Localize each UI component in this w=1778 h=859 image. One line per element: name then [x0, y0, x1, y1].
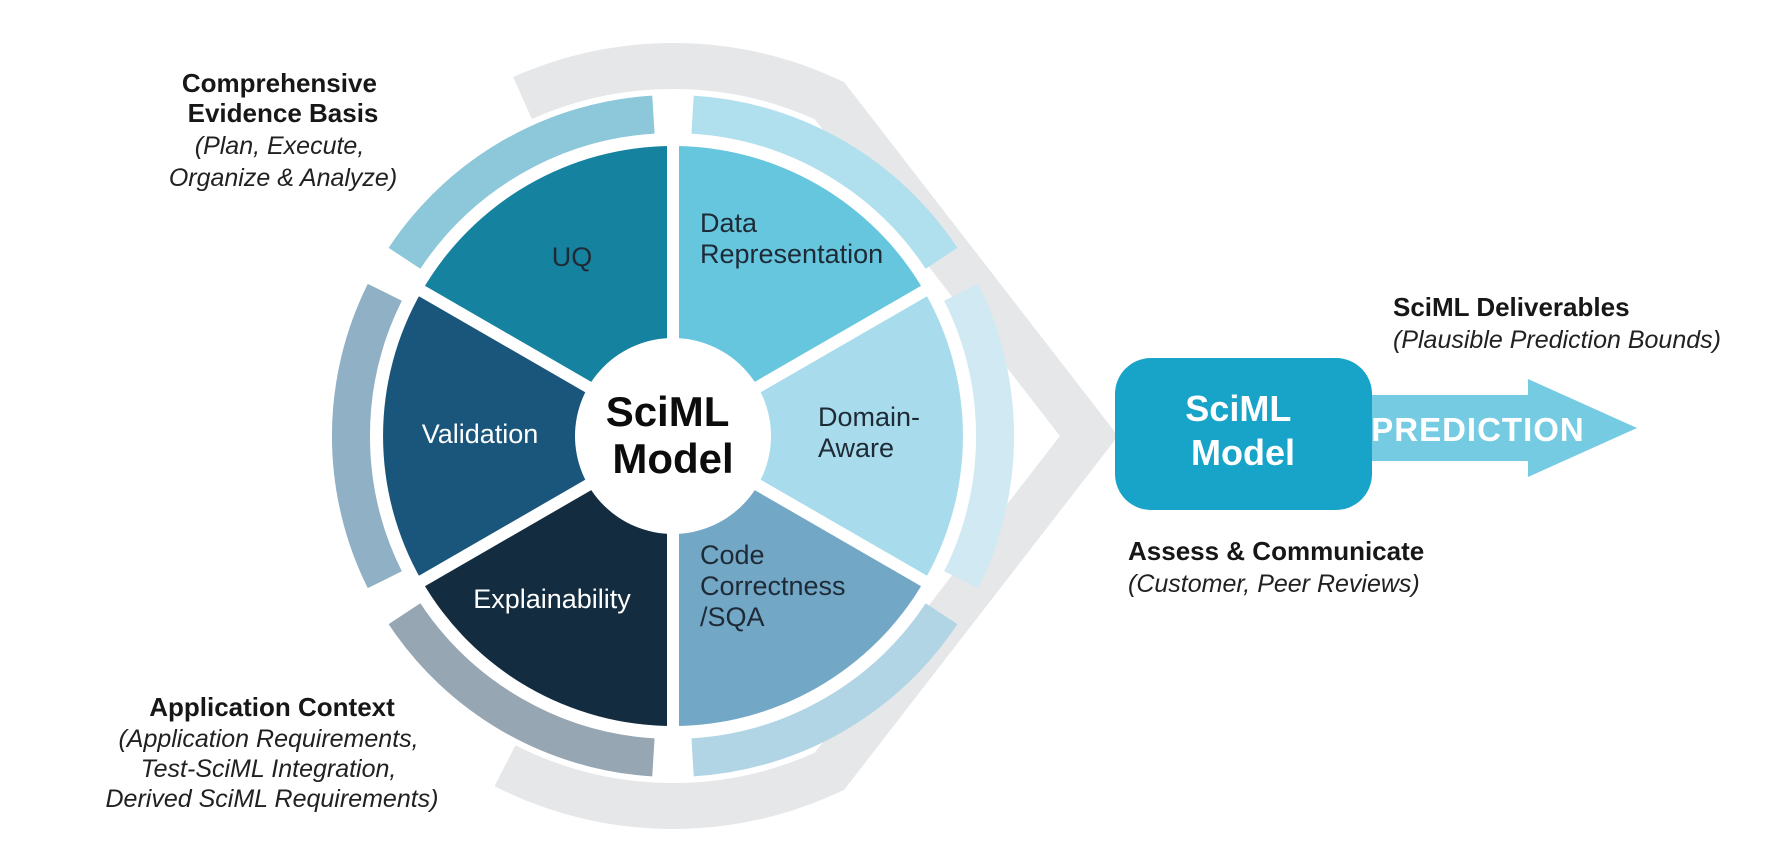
ring-code-correctness: [691, 603, 958, 777]
ring-explainability: [388, 603, 655, 777]
ring-uq: [388, 95, 655, 269]
prediction-arrow: [1372, 379, 1637, 477]
svg-text:Comprehensive Evidence B: Comprehensive Evidence Basis: [182, 68, 384, 128]
ring-domain-aware: [944, 283, 1015, 589]
assess-subtitle: (Customer, Peer Reviews): [1128, 570, 1420, 598]
svg-text:(Plausible Prediction Bounds): (Plausible Prediction Bounds): [1393, 326, 1721, 354]
svg-text:Application Context: Application Context: [149, 692, 395, 722]
annotation-application-context: Application Context (Application Require…: [106, 692, 439, 813]
wheel-outer-ring: [331, 95, 1015, 777]
segment-validation: [383, 291, 673, 581]
segment-label-code-correctness: Code Correctness /SQA: [700, 540, 853, 632]
wheel-hub-label: SciML Model: [606, 388, 741, 482]
ring-data-representation: [691, 95, 958, 269]
segment-domain-aware: [673, 291, 963, 581]
evidence-basis-title-line2: Evidence Basis: [188, 98, 379, 128]
svg-text:(Application Requirements,: (Application Requirements, Test-SciML In…: [106, 725, 439, 813]
svg-text:(Customer, Peer Reviews): (Customer, Peer Reviews): [1128, 570, 1420, 598]
sciml-model-box: [1115, 358, 1372, 510]
svg-text:Assess & Communicate: Assess & Communicate: [1128, 536, 1424, 566]
wheel-hub: [575, 338, 771, 534]
evidence-basis-sub-line1: (Plan, Execute,: [195, 132, 365, 160]
svg-text:(Plan, Execute, Organize: (Plan, Execute, Organize & Analyze): [169, 132, 397, 192]
application-context-sub-line1: (Application Requirements,: [118, 725, 418, 753]
application-context-title: Application Context: [149, 692, 395, 722]
annotation-deliverables: SciML Deliverables (Plausible Prediction…: [1393, 292, 1721, 354]
annotation-evidence-basis: Comprehensive Evidence Basis (Plan, Exec…: [169, 68, 397, 192]
deliverables-subtitle: (Plausible Prediction Bounds): [1393, 326, 1721, 354]
application-context-sub-line2: Test-SciML Integration,: [141, 755, 397, 783]
prediction-arrow-label: PREDICTION: [1371, 411, 1585, 448]
annotation-assess-communicate: Assess & Communicate (Customer, Peer Rev…: [1128, 536, 1424, 598]
application-context-sub-line3: Derived SciML Requirements): [106, 785, 439, 813]
svg-text:SciML Deliverables: SciML Deliverables: [1393, 292, 1630, 322]
segment-label-validation: Validation: [422, 419, 539, 449]
deliverables-title: SciML Deliverables: [1393, 292, 1630, 322]
segment-label-uq: UQ: [552, 242, 593, 272]
assess-title: Assess & Communicate: [1128, 536, 1424, 566]
sciml-model-box-label: SciML Model: [1185, 388, 1300, 473]
segment-label-domain-aware: Domain- Aware: [818, 402, 928, 463]
ring-validation: [331, 283, 402, 589]
segment-label-explainability: Explainability: [473, 584, 631, 614]
evidence-basis-title-line1: Comprehensive: [182, 68, 377, 98]
evidence-basis-sub-line2: Organize & Analyze): [169, 164, 397, 192]
segment-label-data-representation: Data Representation: [700, 208, 883, 269]
process-flow-arc: [494, 43, 1119, 830]
